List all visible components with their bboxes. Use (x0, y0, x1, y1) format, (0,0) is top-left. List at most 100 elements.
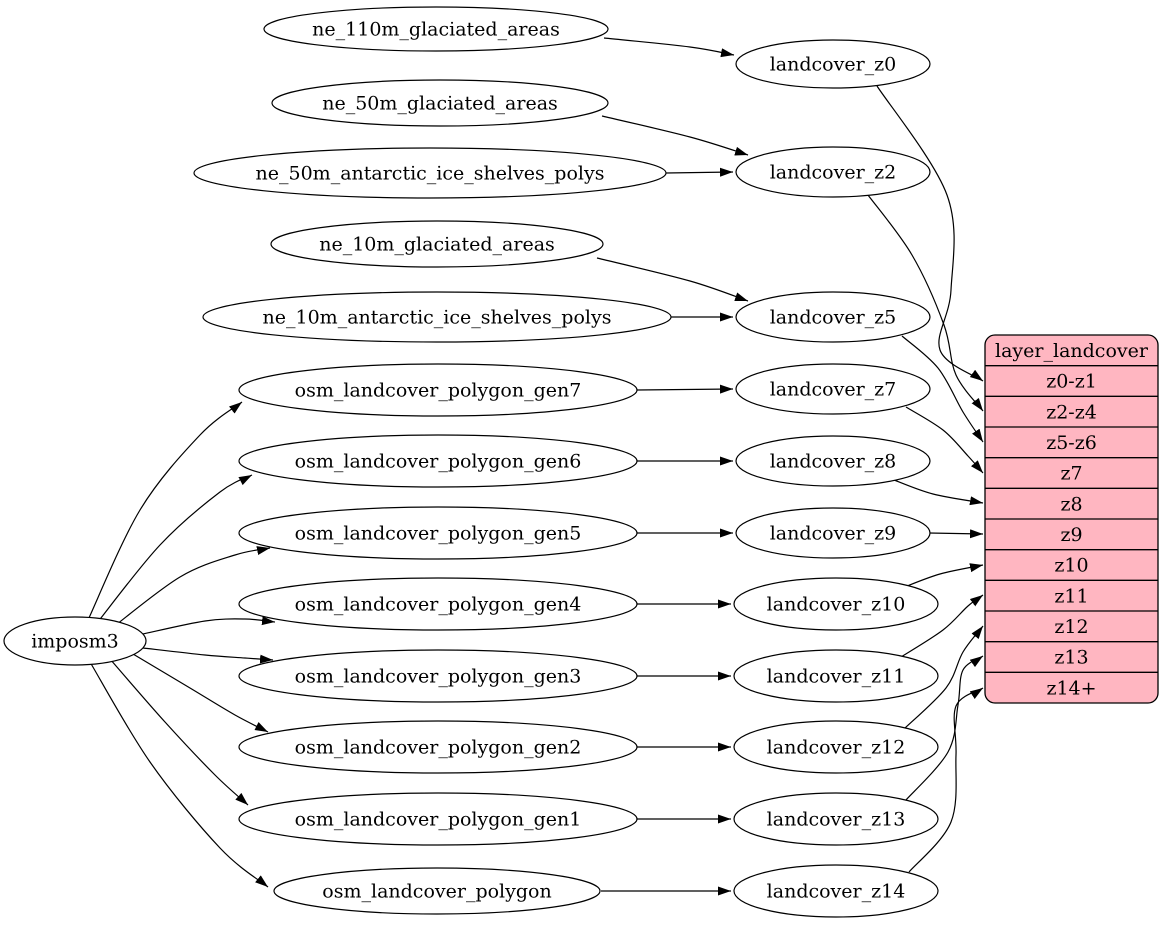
node-landcover_z12: landcover_z12 (733, 720, 939, 774)
node-ellipse (238, 434, 638, 488)
edge-landcover_z0-to-layer_landcover:z0-z1 (876, 85, 984, 382)
edge-landcover_z9-to-layer_landcover:z9 (928, 529, 984, 539)
edge-ne_50m_glaciated_areas-to-landcover_z2 (601, 115, 749, 156)
node-ellipse (273, 867, 601, 915)
node-ellipse (735, 291, 931, 343)
node-label: ne_10m_glaciated_areas (319, 234, 555, 256)
node-osm_landcover_polygon_gen2: osm_landcover_polygon_gen2 (238, 720, 638, 774)
table-row-z14+: z14+ (1046, 677, 1096, 699)
node-label: ne_50m_antarctic_ice_shelves_polys (256, 163, 605, 185)
node-label: landcover_z13 (767, 809, 906, 831)
edge-landcover_z2-to-layer_landcover:z2-z4 (867, 194, 984, 412)
node-landcover_z0: landcover_z0 (735, 39, 931, 89)
table-row-z13: z13 (1054, 647, 1088, 669)
table-row-z11: z11 (1054, 585, 1088, 607)
node-ellipse (735, 39, 931, 89)
edge-imposm3-to-osm_landcover_polygon_gen6 (96, 474, 253, 624)
node-label: landcover_z12 (767, 737, 906, 759)
node-ellipse (735, 507, 931, 559)
node-ellipse (238, 649, 638, 703)
edge-ne_50m_antarctic_ice_shelves_polys-to-landcover_z2 (665, 167, 734, 177)
edge-landcover_z7-to-layer_landcover:z7 (905, 406, 984, 474)
table-row-z7: z7 (1060, 463, 1082, 485)
node-landcover_z14: landcover_z14 (733, 864, 939, 918)
node-osm_landcover_polygon: osm_landcover_polygon (273, 867, 601, 915)
edge-imposm3-to-osm_landcover_polygon_gen7 (87, 401, 243, 621)
node-label: landcover_z7 (770, 379, 897, 401)
node-imposm3: imposm3 (3, 616, 147, 666)
node-ne_50m_glaciated_areas: ne_50m_glaciated_areas (271, 79, 609, 127)
node-label: osm_landcover_polygon_gen4 (295, 594, 582, 616)
node-label: landcover_z9 (770, 523, 897, 545)
edge-osm_landcover_polygon_gen7-to-landcover_z7 (636, 384, 734, 394)
node-ellipse (733, 792, 939, 846)
node-ellipse (733, 864, 939, 918)
edge-landcover_z14-to-layer_landcover:z14+ (908, 687, 984, 873)
node-label: osm_landcover_polygon_gen7 (295, 380, 582, 402)
node-label: landcover_z5 (770, 307, 897, 329)
edge-imposm3-to-osm_landcover_polygon_gen5 (111, 546, 271, 629)
node-osm_landcover_polygon_gen3: osm_landcover_polygon_gen3 (238, 649, 638, 703)
node-label: osm_landcover_polygon_gen6 (295, 451, 582, 473)
node-ellipse (271, 79, 609, 127)
edge-ne_10m_glaciated_areas-to-landcover_z5 (596, 257, 749, 302)
node-landcover_z11: landcover_z11 (733, 649, 939, 703)
node-label: osm_landcover_polygon_gen2 (295, 737, 582, 759)
node-ellipse (735, 435, 931, 487)
edge-landcover_z10-to-layer_landcover:z10 (901, 563, 984, 589)
edge-imposm3-to-osm_landcover_polygon (89, 661, 269, 888)
node-ellipse (733, 577, 939, 631)
node-ellipse (3, 616, 147, 666)
table-row-z2-z4: z2-z4 (1046, 401, 1097, 423)
node-label: osm_landcover_polygon_gen3 (295, 666, 582, 688)
table-layer_landcover: layer_landcoverz0-z1z2-z4z5-z6z7z8z9z10z… (984, 334, 1159, 704)
node-landcover_z5: landcover_z5 (735, 291, 931, 343)
node-label: landcover_z0 (770, 54, 897, 76)
edge-ne_110m_glaciated_areas-to-landcover_z0 (603, 37, 735, 58)
node-ellipse (202, 291, 672, 343)
node-ne_50m_antarctic_ice_shelves_polys: ne_50m_antarctic_ice_shelves_polys (193, 147, 667, 199)
edge-imposm3-to-osm_landcover_polygon_gen2 (132, 653, 269, 733)
table-title: layer_landcover (995, 340, 1149, 362)
table-row-z10: z10 (1054, 555, 1088, 577)
node-label: ne_10m_antarctic_ice_shelves_polys (263, 307, 612, 329)
node-ellipse (193, 147, 667, 199)
edge-landcover_z5-to-layer_landcover:z5-z6 (901, 335, 984, 443)
node-ellipse (733, 649, 939, 703)
table-row-z8: z8 (1060, 493, 1082, 515)
node-label: osm_landcover_polygon_gen1 (295, 809, 582, 831)
node-label: osm_landcover_polygon_gen5 (295, 523, 582, 545)
node-ellipse (238, 506, 638, 560)
node-label: landcover_z11 (767, 666, 906, 688)
node-ellipse (238, 792, 638, 846)
node-ellipse (238, 720, 638, 774)
node-ellipse (263, 6, 609, 52)
node-landcover_z7: landcover_z7 (735, 363, 931, 415)
node-osm_landcover_polygon_gen6: osm_landcover_polygon_gen6 (238, 434, 638, 488)
node-label: landcover_z14 (767, 881, 906, 903)
node-label: landcover_z10 (767, 594, 906, 616)
node-landcover_z10: landcover_z10 (733, 577, 939, 631)
edge-landcover_z11-to-layer_landcover:z11 (900, 594, 984, 658)
node-ne_110m_glaciated_areas: ne_110m_glaciated_areas (263, 6, 609, 52)
table-row-z0-z1: z0-z1 (1046, 371, 1097, 393)
node-ellipse (733, 720, 939, 774)
node-landcover_z2: landcover_z2 (735, 146, 931, 198)
node-landcover_z13: landcover_z13 (733, 792, 939, 846)
node-ne_10m_glaciated_areas: ne_10m_glaciated_areas (270, 220, 604, 268)
nodes: imposm3 ne_110m_glaciated_areas ne_50m_gla… (3, 6, 939, 918)
edge-landcover_z13-to-layer_landcover:z13 (904, 655, 984, 802)
node-landcover_z9: landcover_z9 (735, 507, 931, 559)
edge-landcover_z8-to-layer_landcover:z8 (893, 479, 984, 506)
edges (87, 37, 984, 896)
node-label: ne_50m_glaciated_areas (322, 93, 558, 115)
edge-landcover_z12-to-layer_landcover:z12 (903, 625, 984, 730)
node-ellipse (735, 146, 931, 198)
node-label: landcover_z2 (770, 162, 897, 184)
edge-imposm3-to-osm_landcover_polygon_gen4 (142, 616, 276, 635)
node-label: osm_landcover_polygon (322, 881, 551, 903)
node-landcover_z8: landcover_z8 (735, 435, 931, 487)
node-label: imposm3 (31, 631, 119, 653)
